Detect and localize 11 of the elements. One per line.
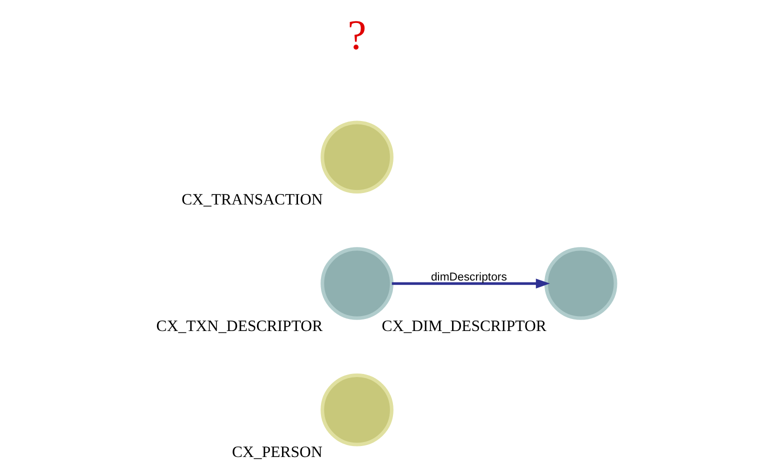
node-label: CX_TRANSACTION [182,191,323,208]
node-label: CX_PERSON [232,444,322,462]
node-circle [544,247,618,320]
node-circle [320,247,394,320]
node-label: CX_TXN_DESCRIPTOR [156,318,323,335]
label: ? [348,12,366,60]
node-label: CX_DIM_DESCRIPTOR [382,318,546,335]
node-circle [320,373,394,446]
edge-label: dimDescriptors [430,271,507,284]
node-circle [320,120,394,194]
arrow [392,278,550,288]
